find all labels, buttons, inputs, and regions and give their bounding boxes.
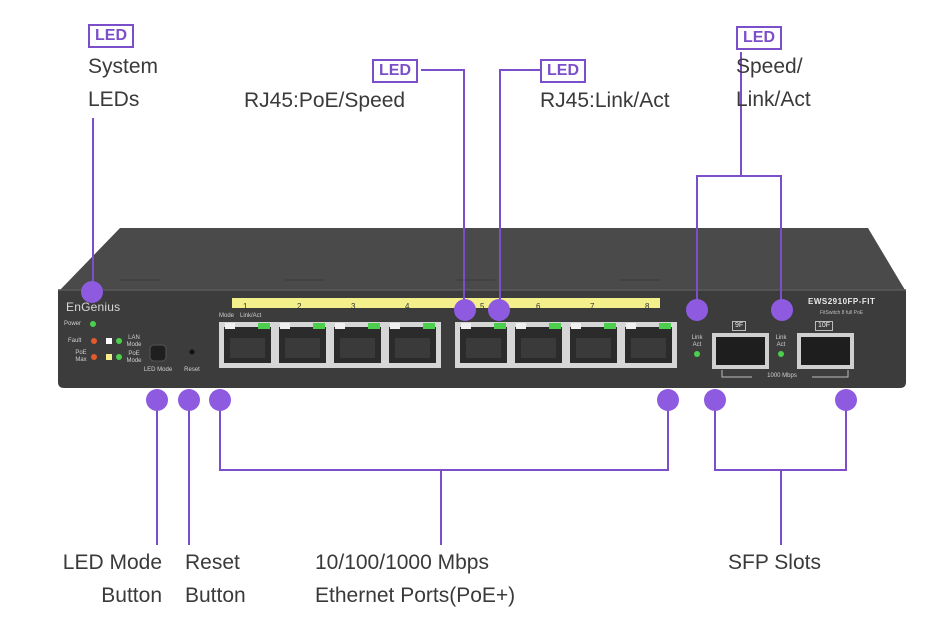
lan-mode-label: LAN Mode xyxy=(126,335,142,348)
port-number-6: 6 xyxy=(536,302,541,311)
rj45-poe-speed-label: RJ45:PoE/Speed xyxy=(244,84,405,117)
lan-mode-led xyxy=(106,338,112,344)
sfp9-link-led xyxy=(694,351,700,357)
led-mode-button-line2: Button xyxy=(101,584,162,607)
rj45-port-8[interactable] xyxy=(625,323,672,363)
sfp-slots-label: SFP Slots xyxy=(728,546,821,579)
port-number-8: 8 xyxy=(645,302,650,311)
fault-led xyxy=(91,338,97,344)
poe-mode-led xyxy=(106,354,112,360)
rj45-port-6[interactable] xyxy=(515,323,562,363)
speed-link-act-badge: LED xyxy=(736,26,782,50)
system-leds-badge: LED xyxy=(88,24,134,48)
sfp-speed-label: 1000 Mbps xyxy=(752,373,812,380)
reset-button-line1: Reset xyxy=(185,551,240,574)
port-header-mode: Mode xyxy=(219,313,235,319)
switch-top-surface xyxy=(60,228,905,290)
sfp-slots-line1: SFP Slots xyxy=(728,551,821,574)
fault-label: Fault xyxy=(68,338,82,344)
sfp10-link-led xyxy=(778,351,784,357)
reset-label: Reset xyxy=(184,367,200,373)
rj45-link-act-label: RJ45:Link/Act xyxy=(540,84,670,117)
speed-link-act-line2: Link/Act xyxy=(736,88,811,111)
rj45-link-act-line1: RJ45:Link/Act xyxy=(540,89,670,112)
rj45-port-3[interactable] xyxy=(334,323,381,363)
system-leds-label: System LEDs xyxy=(88,50,158,116)
port-header-link: Link/Act xyxy=(240,313,262,319)
rj45-link-act-badge: LED xyxy=(540,59,586,83)
brand-logo: EnGenius xyxy=(66,300,121,314)
speed-link-act-label: Speed/ Link/Act xyxy=(736,50,811,116)
reset-pinhole[interactable] xyxy=(189,349,195,355)
rj45-poe-speed-line1: RJ45:PoE/Speed xyxy=(244,89,406,112)
rj45-poe-speed-badge: LED xyxy=(372,59,418,83)
callout-lines xyxy=(92,52,847,545)
sfp-left-label: 9F xyxy=(732,321,747,331)
sfp9-link-act-label: Link Act xyxy=(691,335,703,348)
ethernet-ports-line2: Ethernet Ports(PoE+) xyxy=(315,584,516,607)
rj45-port-5[interactable] xyxy=(460,323,507,363)
rj45-port-7[interactable] xyxy=(570,323,617,363)
model-name: EWS2910FP-FIT xyxy=(808,297,876,306)
rj45-port-4[interactable] xyxy=(389,323,436,363)
poe-mode-label: PoE Mode xyxy=(126,351,142,364)
port-number-2: 2 xyxy=(297,302,302,311)
model-subtitle: FitSwitch 8 full PoE xyxy=(820,310,864,316)
callout-dots xyxy=(81,281,857,411)
port-number-1: 1 xyxy=(243,302,248,311)
port-number-3: 3 xyxy=(351,302,356,311)
power-led xyxy=(90,321,96,327)
rj45-port-2[interactable] xyxy=(279,323,326,363)
rj45-port-1[interactable] xyxy=(224,323,271,363)
poe-max-label: PoE Max xyxy=(75,350,87,363)
ethernet-ports-label: 10/100/1000 Mbps Ethernet Ports(PoE+) xyxy=(315,546,515,612)
led-mode-button-label: LED Mode Button xyxy=(40,546,162,612)
reset-button-line2: Button xyxy=(185,584,246,607)
port-number-4: 4 xyxy=(405,302,410,311)
speed-link-act-line1: Speed/ xyxy=(736,55,803,78)
system-leds-line2: LEDs xyxy=(88,88,140,111)
port-number-strip xyxy=(232,298,660,308)
port-number-7: 7 xyxy=(590,302,595,311)
power-label: Power xyxy=(64,321,82,327)
reset-button-label: Reset Button xyxy=(185,546,246,612)
poe-max-led xyxy=(91,354,97,360)
sfp-slot-9[interactable] xyxy=(712,333,769,369)
led-mode-label: LED Mode xyxy=(143,367,173,373)
led-mode-button-line1: LED Mode xyxy=(62,551,162,574)
sfp-slot-10[interactable] xyxy=(797,333,854,369)
system-leds-line1: System xyxy=(88,55,159,78)
ethernet-ports-line1: 10/100/1000 Mbps xyxy=(315,551,489,574)
sfp-right-label: 10F xyxy=(815,321,834,331)
sfp10-link-act-label: Link Act xyxy=(775,335,787,348)
led-mode-button-shape[interactable] xyxy=(149,344,167,362)
port-number-5: 5 xyxy=(480,302,485,311)
